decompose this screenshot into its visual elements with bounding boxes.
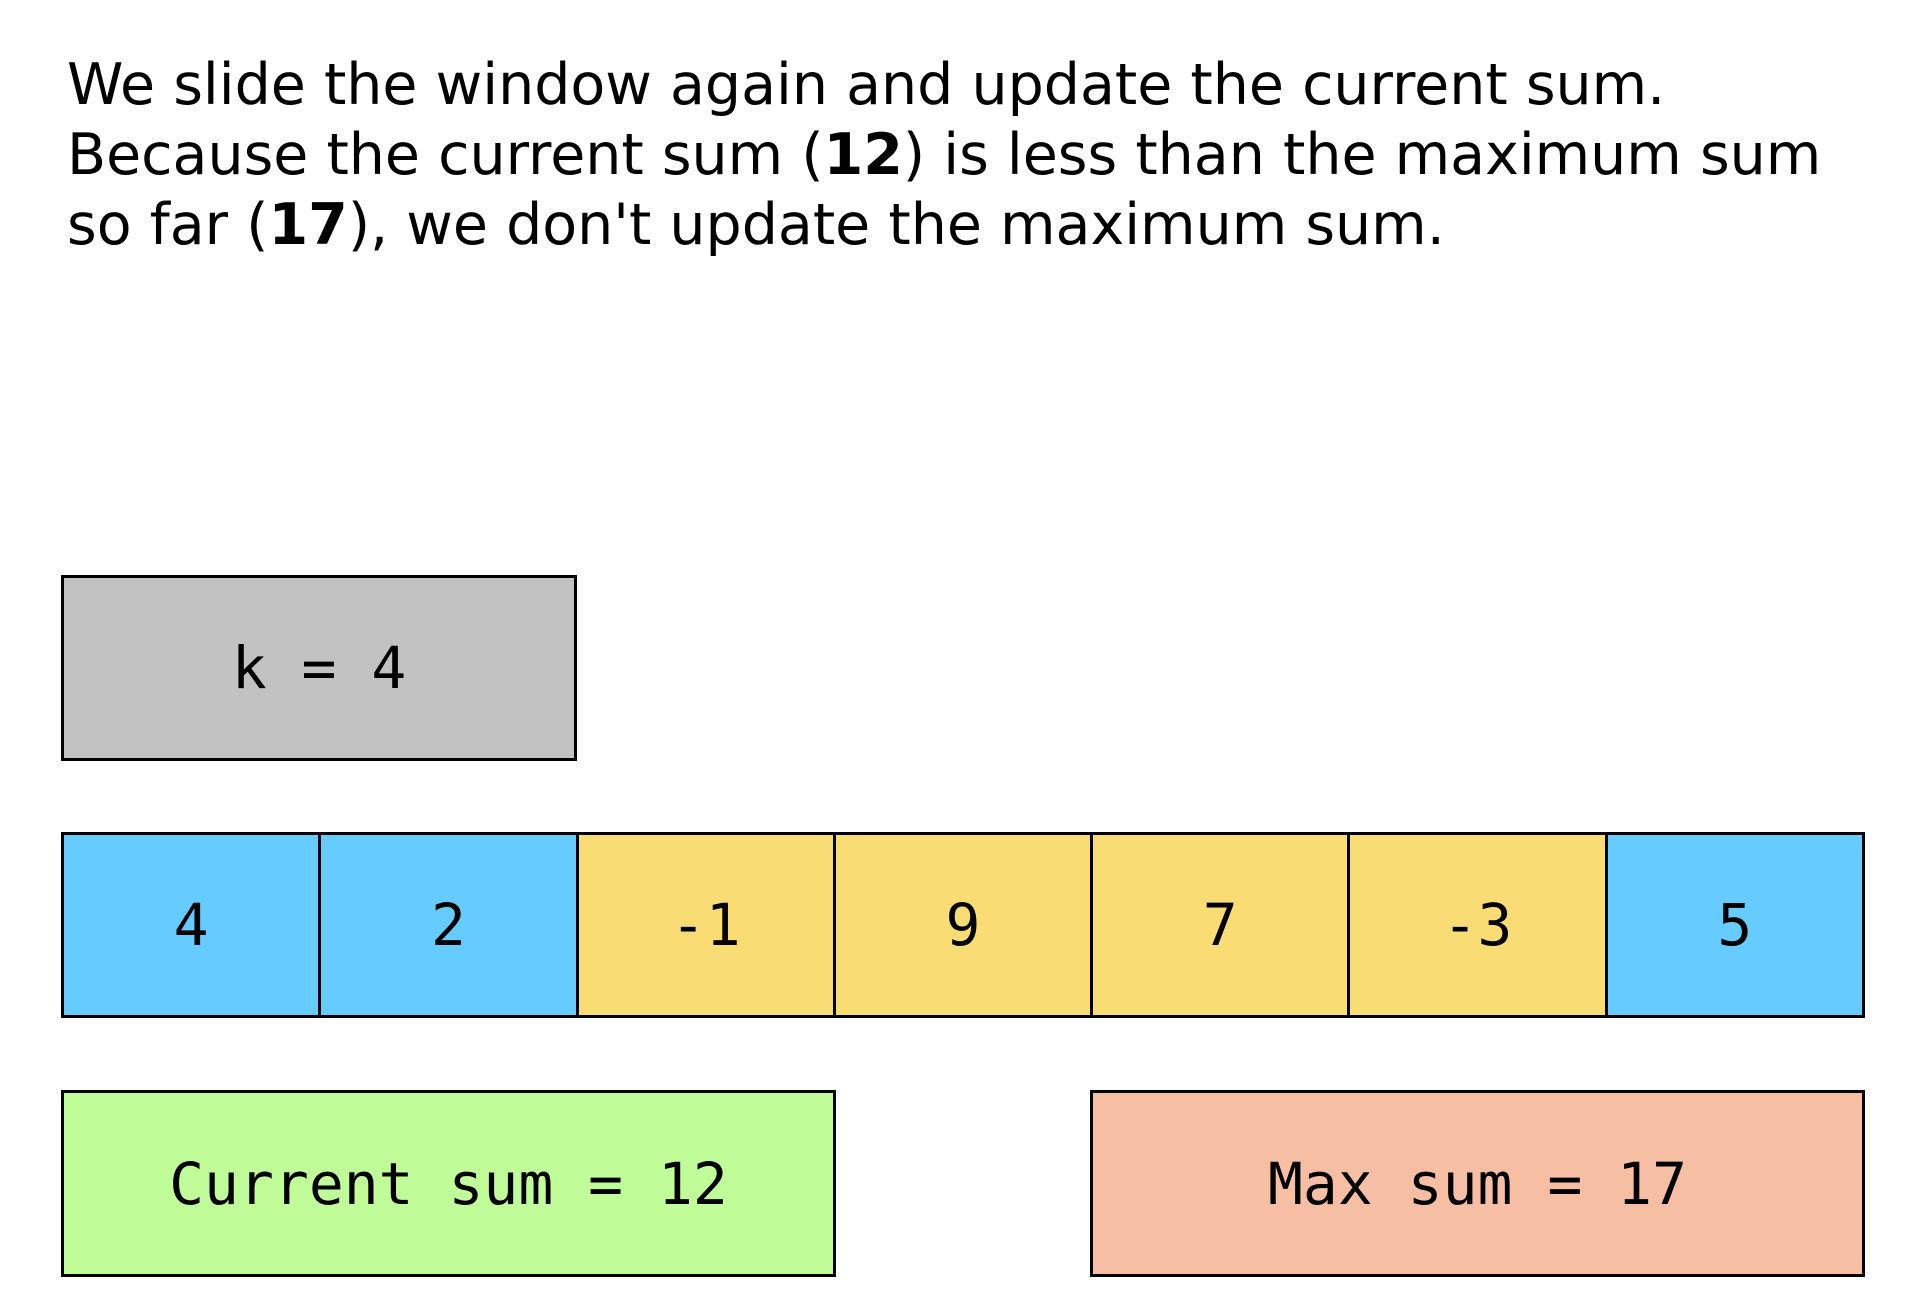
- array-cell: 5: [1604, 835, 1862, 1015]
- current-sum-box: Current sum = 12: [61, 1090, 836, 1277]
- array-cell: 9: [832, 835, 1091, 1015]
- array-cell: 2: [318, 835, 576, 1015]
- window-size-box: k = 4: [61, 575, 577, 761]
- array-cell: -3: [1347, 835, 1605, 1015]
- max-sum-box: Max sum = 17: [1090, 1090, 1865, 1277]
- explanation-part-3: ), we don't update the maximum sum.: [347, 192, 1445, 258]
- array-cell: 7: [1090, 835, 1348, 1015]
- explanation-part-2: ) is less than the maximum sum so far (: [67, 122, 1822, 258]
- array-row: 4 2 -1 9 7 -3 5: [61, 832, 1865, 1018]
- max-sum-value: 17: [268, 192, 348, 258]
- explanation-text: We slide the window again and update the…: [67, 50, 1847, 260]
- current-sum-value: 12: [823, 122, 903, 188]
- array-cell: 4: [64, 835, 319, 1015]
- array-cell: -1: [575, 835, 833, 1015]
- explanation-part-1: We slide the window again and update the…: [67, 52, 1666, 188]
